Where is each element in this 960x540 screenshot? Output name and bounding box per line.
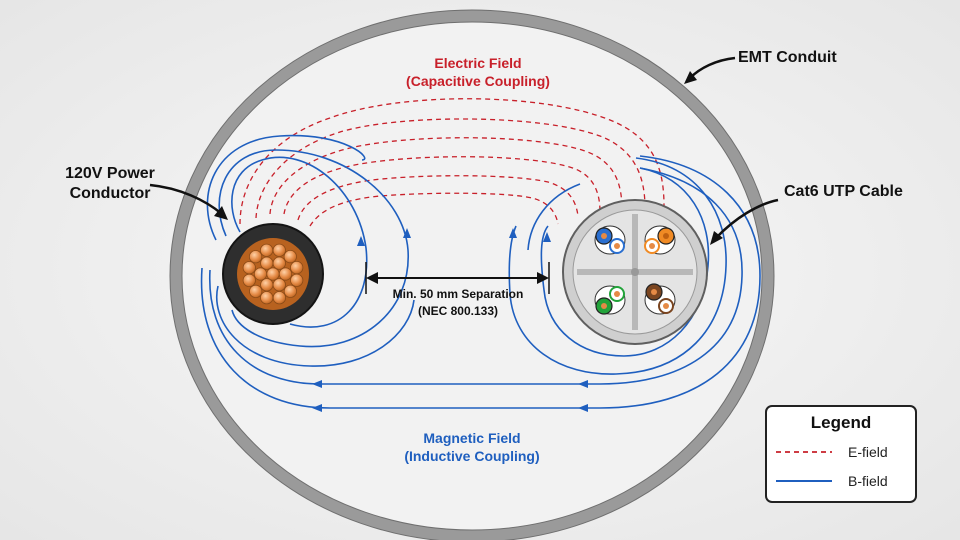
e-field-line — [239, 98, 665, 225]
copper-strand — [283, 250, 297, 264]
e-field-line — [309, 192, 559, 227]
e-field-line — [255, 118, 646, 219]
magnetic-field-subtitle: (Inductive Coupling) — [404, 448, 539, 464]
copper-strand — [242, 261, 256, 275]
e-field-line — [283, 156, 601, 215]
b-field-arrow — [543, 232, 551, 242]
electric-field-title: Electric Field — [434, 55, 521, 71]
b-field-line — [218, 149, 409, 348]
power-conductor-label-line2: Conductor — [70, 185, 151, 202]
twisted-pair-orange — [644, 225, 676, 255]
legend-bfield-label: B-field — [848, 473, 888, 489]
copper-strand — [278, 267, 293, 281]
copper-strand — [272, 256, 286, 270]
legend-efield-label: E-field — [848, 444, 888, 460]
copper-strand — [272, 291, 286, 305]
magnetic-arrows — [312, 228, 588, 412]
copper-strands — [242, 243, 304, 305]
copper-strand — [260, 256, 274, 270]
b-field-line — [527, 183, 581, 251]
b-field-line — [209, 167, 743, 385]
b-field-arrow — [578, 380, 588, 388]
twisted-pair-green — [594, 285, 626, 315]
copper-strand — [249, 250, 263, 264]
b-field-line — [231, 156, 368, 328]
copper-strand — [260, 291, 274, 305]
conduit-label: EMT Conduit — [738, 49, 837, 66]
copper-strand — [253, 267, 268, 281]
b-field-line — [508, 157, 727, 375]
legend-box — [765, 405, 917, 503]
legend: Legend E-field B-field — [765, 405, 917, 503]
arrow-right-icon — [537, 272, 549, 284]
b-field-line — [216, 285, 415, 367]
electric-field-subtitle: (Capacitive Coupling) — [406, 73, 550, 89]
arrow-left-icon — [366, 272, 378, 284]
b-field-arrow — [312, 404, 322, 412]
cat6-label: Cat6 UTP Cable — [784, 183, 903, 200]
power-pointer — [149, 183, 223, 215]
electric-field-lines — [239, 98, 665, 227]
e-field-line — [297, 175, 579, 221]
copper-strand — [272, 243, 286, 257]
copper-strand — [290, 273, 304, 287]
copper-strand — [260, 278, 274, 292]
copper-strand — [259, 243, 274, 257]
separation-label-line2: (NEC 800.133) — [418, 304, 498, 318]
b-field-arrow — [509, 228, 517, 238]
b-field-arrow — [312, 380, 322, 388]
copper-strand — [272, 278, 286, 292]
twisted-pair-brown — [644, 283, 676, 315]
magnetic-field-title: Magnetic Field — [423, 430, 520, 446]
copper-strand — [242, 273, 256, 287]
copper-strand — [290, 260, 304, 275]
copper-strand — [266, 267, 280, 281]
copper-strand — [249, 284, 263, 298]
b-field-arrow — [357, 236, 365, 246]
legend-title: Legend — [811, 413, 871, 432]
b-field-line — [200, 155, 761, 409]
separation-dimension — [365, 262, 550, 294]
twisted-pair-blue — [594, 225, 626, 255]
cat6-pointer — [715, 198, 779, 239]
separation-label-line1: Min. 50 mm Separation — [393, 287, 524, 301]
power-conductor — [222, 223, 324, 325]
b-field-arrow — [403, 228, 411, 238]
b-field-arrow — [578, 404, 588, 412]
b-field-line — [540, 167, 710, 357]
copper-strand — [283, 284, 297, 298]
power-conductor-label-line1: 120V Power — [65, 165, 155, 182]
cat6-cable — [562, 199, 708, 345]
pointer-arrows — [149, 56, 779, 245]
